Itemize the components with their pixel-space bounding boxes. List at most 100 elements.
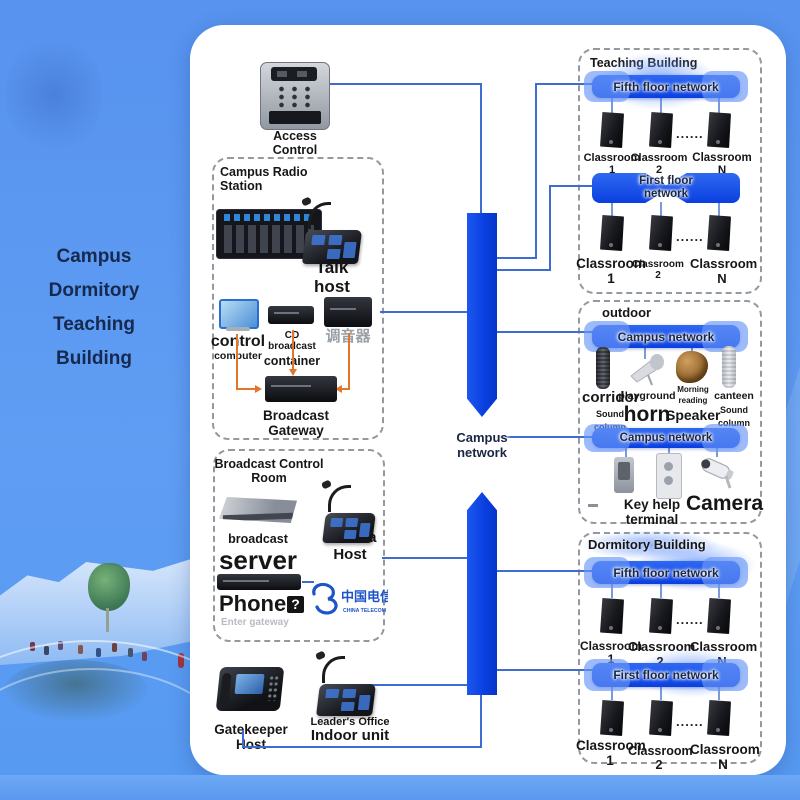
audio-mixer-label: 调音器	[318, 328, 378, 346]
bar-wing	[584, 557, 630, 588]
access-control-reader	[269, 111, 321, 124]
line-backbone-to-teaching5	[497, 257, 537, 259]
line-backbone-to-teaching1	[549, 185, 551, 271]
backbone-bar-top	[467, 213, 497, 417]
access-control-label: Access Control	[257, 129, 333, 157]
speaker-drop-line	[668, 447, 670, 456]
canteen-label-line: column	[717, 417, 750, 428]
speaker-drop-line	[611, 583, 613, 598]
dormitory-first-floor-label: First floor network	[613, 668, 719, 682]
broadcast-gateway-label: Broadcast Gateway	[262, 408, 330, 439]
leaders-office-label-line: Indoor unit	[310, 727, 390, 745]
dormitory-first-floor-bar: First floor network	[584, 659, 748, 691]
canteen-label-line: Sound	[720, 404, 748, 415]
broadcast-control-room-title-line: Room	[251, 471, 287, 485]
control-computer-label: control computer	[207, 333, 269, 363]
handset-icon	[219, 673, 232, 705]
classroom-speaker-icon	[649, 112, 673, 148]
camera-body-group	[701, 458, 734, 480]
backbone-label: Campus network	[441, 430, 523, 460]
classroom-label-line: 1	[606, 753, 614, 769]
phone-body	[301, 230, 363, 264]
arrowhead-icon	[289, 369, 297, 376]
missing-glyph-box: ?	[287, 596, 304, 613]
classroom-speaker-icon	[707, 112, 731, 148]
dormitory-fifth-floor-bar: Fifth floor network	[584, 557, 748, 588]
backbone-label-line: network	[457, 445, 507, 460]
teaching-first-floor-label-line: First floor	[639, 175, 693, 187]
keypad-icon	[266, 675, 280, 701]
phone-gateway-label: Phone?	[219, 591, 305, 617]
access-control-device-icon	[260, 62, 330, 130]
teaching-fifth-floor-bar: Fifth floor network	[584, 71, 748, 102]
broadcast-server-label-line: server	[218, 545, 298, 575]
classroom-label: Classroom N	[690, 742, 760, 773]
classroom-speaker-icon	[600, 112, 624, 148]
control-computer-label-line: control	[210, 333, 266, 350]
broadcast-server-icon	[219, 497, 297, 523]
camera-icon	[701, 458, 734, 489]
gooseneck-mic-icon	[308, 202, 331, 229]
morning-label-line: Morning	[677, 385, 709, 394]
gooseneck-mic-icon	[328, 485, 351, 512]
dormitory-fifth-floor-label: Fifth floor network	[613, 565, 719, 580]
speaker-drop-line	[625, 447, 627, 458]
arrow-computer-to-gateway	[236, 388, 256, 390]
corridor-sound-column-icon	[596, 347, 610, 389]
backbone-label-line: Campus	[456, 430, 508, 445]
arrow-computer-to-gateway	[236, 334, 238, 390]
teaching-fifth-floor-label: Fifth floor network	[613, 79, 719, 94]
key-help-terminal-label: Key help terminal	[623, 497, 681, 528]
ellipsis-dots: ......	[676, 229, 704, 244]
bar-wing	[584, 71, 630, 102]
leaders-office-label-line: Leader's Office	[310, 716, 390, 728]
broadcast-server-label: broadcast server	[214, 532, 302, 575]
telecom-cn-text: 中国电信	[341, 589, 388, 604]
cd-broadcast-label-line: container	[260, 354, 324, 368]
classroom-label: Classroom N	[690, 256, 758, 286]
camera-mount	[724, 475, 732, 489]
teaching-first-floor-bar: First floor network	[592, 173, 740, 203]
line-backbone-to-teaching1	[497, 269, 551, 271]
speaker-drop-line	[718, 97, 720, 113]
speaker-drop-line	[611, 686, 613, 700]
gatekeeper-host-device-icon	[215, 667, 285, 711]
bar-wing	[584, 321, 630, 352]
cd-broadcast-device-icon	[268, 306, 314, 324]
speaker-drop-line	[611, 202, 613, 216]
line-access-to-backbone	[330, 83, 482, 85]
sidebar-caption-line: Dormitory	[48, 280, 140, 301]
access-control-label-line: Access	[273, 129, 317, 143]
sidebar-caption-line: Building	[56, 348, 132, 369]
outdoor-campus-network-bar-2: Campus network	[584, 424, 748, 452]
morning-label-line: Speaker	[666, 406, 721, 423]
playground-label-line: horn	[623, 402, 671, 426]
line-backbone-to-outdoor1	[497, 331, 593, 333]
control-computer-icon	[219, 299, 259, 329]
corridor-label-line: corridor	[582, 389, 640, 406]
teaching-first-floor-label: First floor network	[592, 173, 740, 203]
canteen-sound-column-icon	[722, 346, 736, 388]
enter-gateway-label: Enter gateway	[221, 617, 289, 628]
arrow-mixer-to-gateway	[348, 333, 350, 389]
outdoor-campus-network-label: Campus network	[619, 432, 713, 444]
control-computer-label-line: computer	[214, 349, 262, 362]
ellipsis-dots: ......	[676, 126, 704, 141]
speaker-drop-line	[718, 202, 720, 216]
line-controlroom-to-backbone	[382, 557, 467, 559]
line-backbone-to-teaching5	[535, 83, 537, 259]
phone-gateway-device-icon	[217, 574, 301, 590]
china-telecom-logo: 中国电信 CHINA TELECOM	[312, 582, 388, 615]
line-gatekeeper-to-backbone	[480, 694, 482, 748]
phone-body	[322, 513, 376, 543]
campus-radio-station-box	[212, 157, 384, 440]
photo-tree	[88, 563, 130, 611]
broadcast-server-label-line: broadcast	[228, 532, 288, 546]
broadcast-control-room-title-line: Broadcast Control	[214, 457, 324, 471]
bar-wing	[702, 424, 748, 452]
bar-wing	[584, 659, 630, 691]
classroom-label: Classroom N	[692, 152, 752, 177]
speaker-drop-line	[660, 202, 662, 216]
rock-speaker-icon	[676, 351, 708, 383]
speaker-drop-line	[644, 347, 646, 359]
